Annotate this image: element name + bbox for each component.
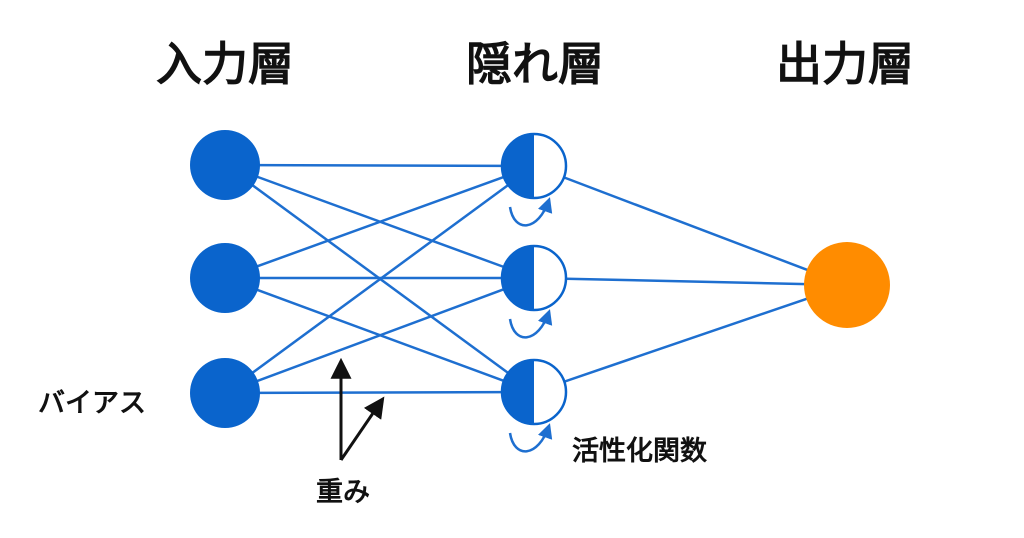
hidden-node-3 xyxy=(500,358,568,426)
activation-arrows xyxy=(508,197,553,453)
weight-edge-h2-out xyxy=(565,277,807,286)
weight-pointer-arrow-icon xyxy=(339,396,385,461)
weights-label: 重み xyxy=(316,477,370,508)
input-node-2 xyxy=(190,243,260,313)
weight-edge-in1-h1 xyxy=(255,163,503,168)
weight-edge-in3-h3 xyxy=(255,390,503,395)
weight-edge-in3-h1 xyxy=(249,183,509,376)
bias-node xyxy=(190,358,260,428)
input-node-1 xyxy=(190,130,260,200)
input-layer-nodes xyxy=(190,130,260,428)
output-layer-title: 出力層 xyxy=(776,37,914,91)
hidden-node-2 xyxy=(500,244,568,312)
bias-label: バイアス xyxy=(38,388,146,419)
activation-function-label: 活性化関数 xyxy=(572,436,708,467)
hidden-node-1 xyxy=(500,132,568,200)
activation-arrow-icon xyxy=(508,423,553,453)
weight-edge-h1-out xyxy=(563,176,810,272)
hidden-layer-nodes xyxy=(500,132,568,426)
weight-edge-in2-h1 xyxy=(253,175,505,269)
weight-edge-in3-h2 xyxy=(253,287,505,384)
activation-arrow-icon xyxy=(508,197,553,227)
hidden-layer-title: 隠れ層 xyxy=(466,37,604,91)
weight-edge-h3-out xyxy=(563,297,809,383)
input-layer-title: 入力層 xyxy=(156,37,294,91)
weight-connections xyxy=(249,163,810,395)
activation-arrow-icon xyxy=(508,309,553,339)
output-node xyxy=(804,242,890,328)
weight-pointer-arrows xyxy=(330,357,385,461)
